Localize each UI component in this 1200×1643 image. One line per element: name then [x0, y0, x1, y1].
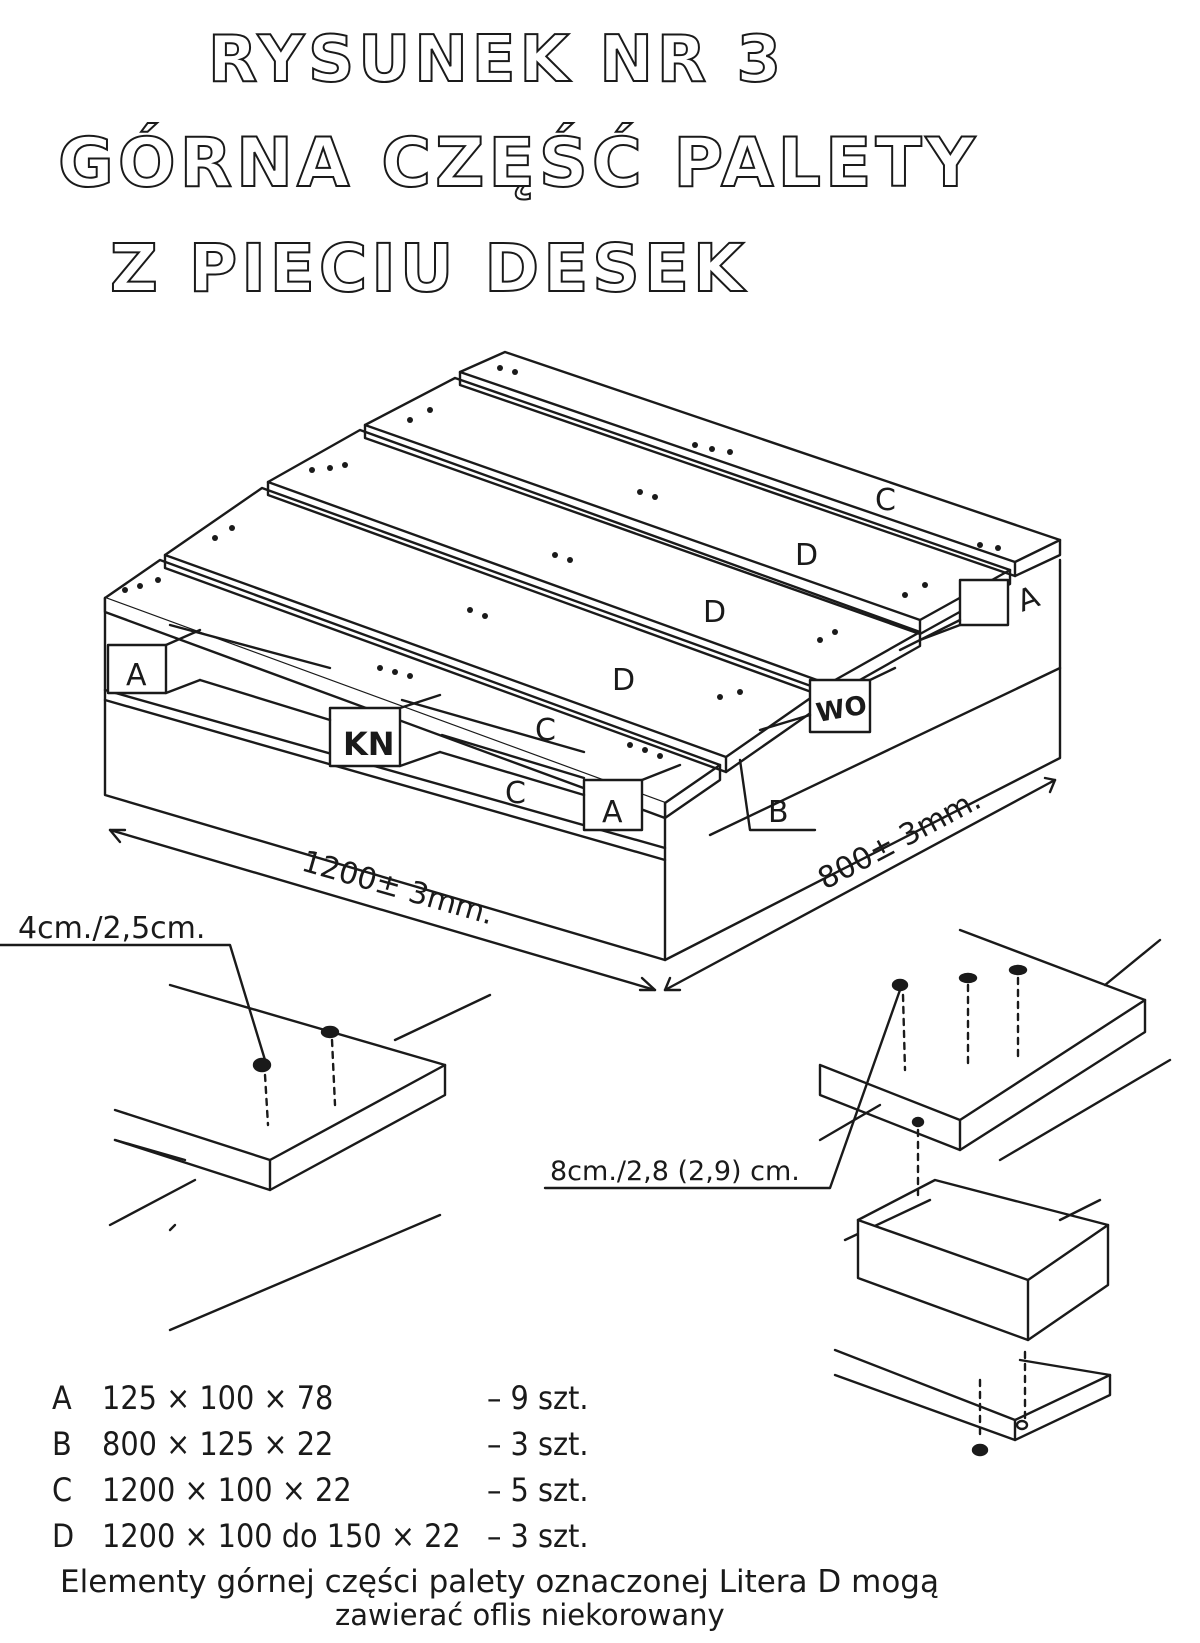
title-line-1: RYSUNEK NR 3	[207, 23, 785, 97]
dimension-lines	[108, 776, 1057, 992]
note-line-2: zawierać oflis niekorowany	[335, 1598, 725, 1632]
left-nail-detail	[0, 943, 492, 1332]
note-line-1: Elementy górnej części palety oznaczonej…	[60, 1564, 939, 1600]
nail-detail-left-label: 4cm./2,5cm.	[18, 911, 205, 946]
part-qty: – 5 szt.	[487, 1471, 589, 1509]
label-board-c-lower: C	[505, 776, 526, 811]
parts-row: A 125 × 100 × 78 – 9 szt.	[52, 1375, 752, 1421]
label-block-kn: KN	[343, 725, 395, 763]
part-qty: – 9 szt.	[487, 1379, 589, 1417]
pallet-body	[103, 558, 1062, 962]
part-dims: 125 × 100 × 78	[102, 1379, 334, 1417]
part-letter: D	[52, 1517, 75, 1555]
part-dims: 1200 × 100 × 22	[102, 1471, 352, 1509]
blocks	[106, 578, 1010, 832]
nail-dots	[122, 365, 1001, 759]
part-dims: 800 × 125 × 22	[102, 1425, 334, 1463]
label-board-b: B	[768, 795, 789, 830]
label-board-c-front: C	[535, 713, 556, 748]
part-qty: – 3 szt.	[487, 1517, 589, 1555]
label-board-d-1: D	[795, 538, 818, 573]
title-line-2: GÓRNA CZĘŚĆ PALETY	[57, 124, 980, 203]
part-qty: – 3 szt.	[487, 1425, 589, 1463]
dimension-width: 800± 3mm.	[812, 782, 986, 897]
deck-boards	[103, 350, 1062, 820]
title-line-3: Z PIECIU DESEK	[109, 230, 749, 307]
part-dims: 1200 × 100 do 150 × 22	[102, 1517, 461, 1555]
label-board-c-top: C	[875, 483, 896, 518]
right-nail-detail	[543, 928, 1172, 1457]
parts-row: B 800 × 125 × 22 – 3 szt.	[52, 1421, 752, 1467]
label-block-a-left: A	[126, 658, 147, 693]
b-pointer	[738, 758, 817, 832]
dimension-length: 1200± 3mm.	[298, 844, 498, 932]
label-board-d-2: D	[703, 595, 726, 630]
parts-row: C 1200 × 100 × 22 – 5 szt.	[52, 1467, 752, 1513]
part-letter: C	[52, 1471, 73, 1509]
label-block-a-front: A	[602, 795, 623, 830]
part-letter: A	[52, 1379, 72, 1417]
label-block-a-right: A	[1013, 579, 1045, 619]
part-letter: B	[52, 1425, 72, 1463]
nail-detail-right-label: 8cm./2,8 (2,9) cm.	[550, 1156, 800, 1187]
parts-row: D 1200 × 100 do 150 × 22 – 3 szt.	[52, 1513, 752, 1559]
parts-list: A 125 × 100 × 78 – 9 szt. B 800 × 125 × 22 –…	[52, 1375, 752, 1559]
label-board-d-3: D	[612, 663, 635, 698]
